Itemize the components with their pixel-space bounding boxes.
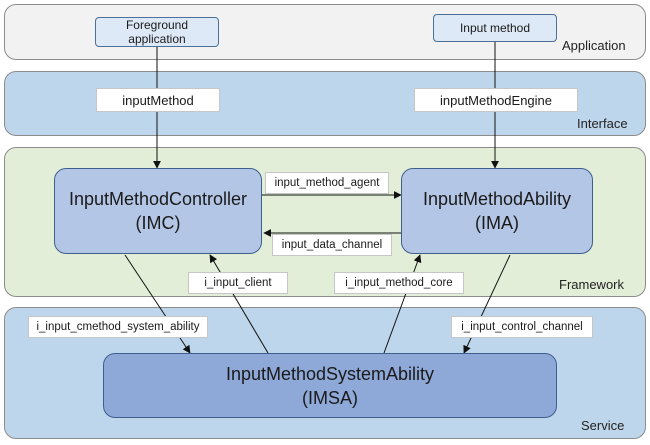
application-layer-label: Application xyxy=(562,38,626,53)
foreground-application-box: Foreground application xyxy=(95,17,219,47)
input-method-engine-interface-tag: inputMethodEngine xyxy=(414,88,578,112)
i-input-client-tag: i_input_client xyxy=(188,272,288,294)
i-input-method-core-tag: i_input_method_core xyxy=(334,272,464,294)
input-method-interface-tag: inputMethod xyxy=(96,88,220,112)
ima-name: InputMethodAbility xyxy=(422,189,572,209)
arrow-imsa-to-imc xyxy=(209,254,269,354)
i-input-cmethod-system-ability-tag: i_input_cmethod_system_ability xyxy=(28,316,208,338)
service-layer-label: Service xyxy=(581,418,625,433)
imc-abbr: (IMC) xyxy=(135,213,181,233)
arrow-imc-to-imsa xyxy=(124,254,191,354)
imsa-abbr: (IMSA) xyxy=(302,387,358,408)
input-method-controller-box: InputMethodController (IMC) xyxy=(54,168,262,254)
arrow-ima-to-imsa xyxy=(463,254,511,354)
input-method-agent-tag: input_method_agent xyxy=(265,172,389,194)
interface-layer-label: Interface xyxy=(577,116,628,131)
i-input-control-channel-tag: i_input_control_channel xyxy=(451,316,593,338)
framework-layer-label: Framework xyxy=(559,277,625,292)
input-method-label: Input method xyxy=(459,21,531,35)
input-data-channel-tag: input_data_channel xyxy=(272,234,392,256)
input-method-system-ability-box: InputMethodSystemAbility (IMSA) xyxy=(103,353,557,418)
ima-abbr: (IMA) xyxy=(475,213,519,233)
foreground-application-line2: application xyxy=(128,32,186,46)
arrow-imsa-to-ima xyxy=(383,254,422,354)
foreground-application-line1: Foreground xyxy=(125,18,189,32)
imc-name: InputMethodController xyxy=(68,189,248,209)
input-method-box: Input method xyxy=(433,14,557,42)
input-method-ability-box: InputMethodAbility (IMA) xyxy=(401,168,593,254)
imsa-name: InputMethodSystemAbility xyxy=(225,363,435,384)
